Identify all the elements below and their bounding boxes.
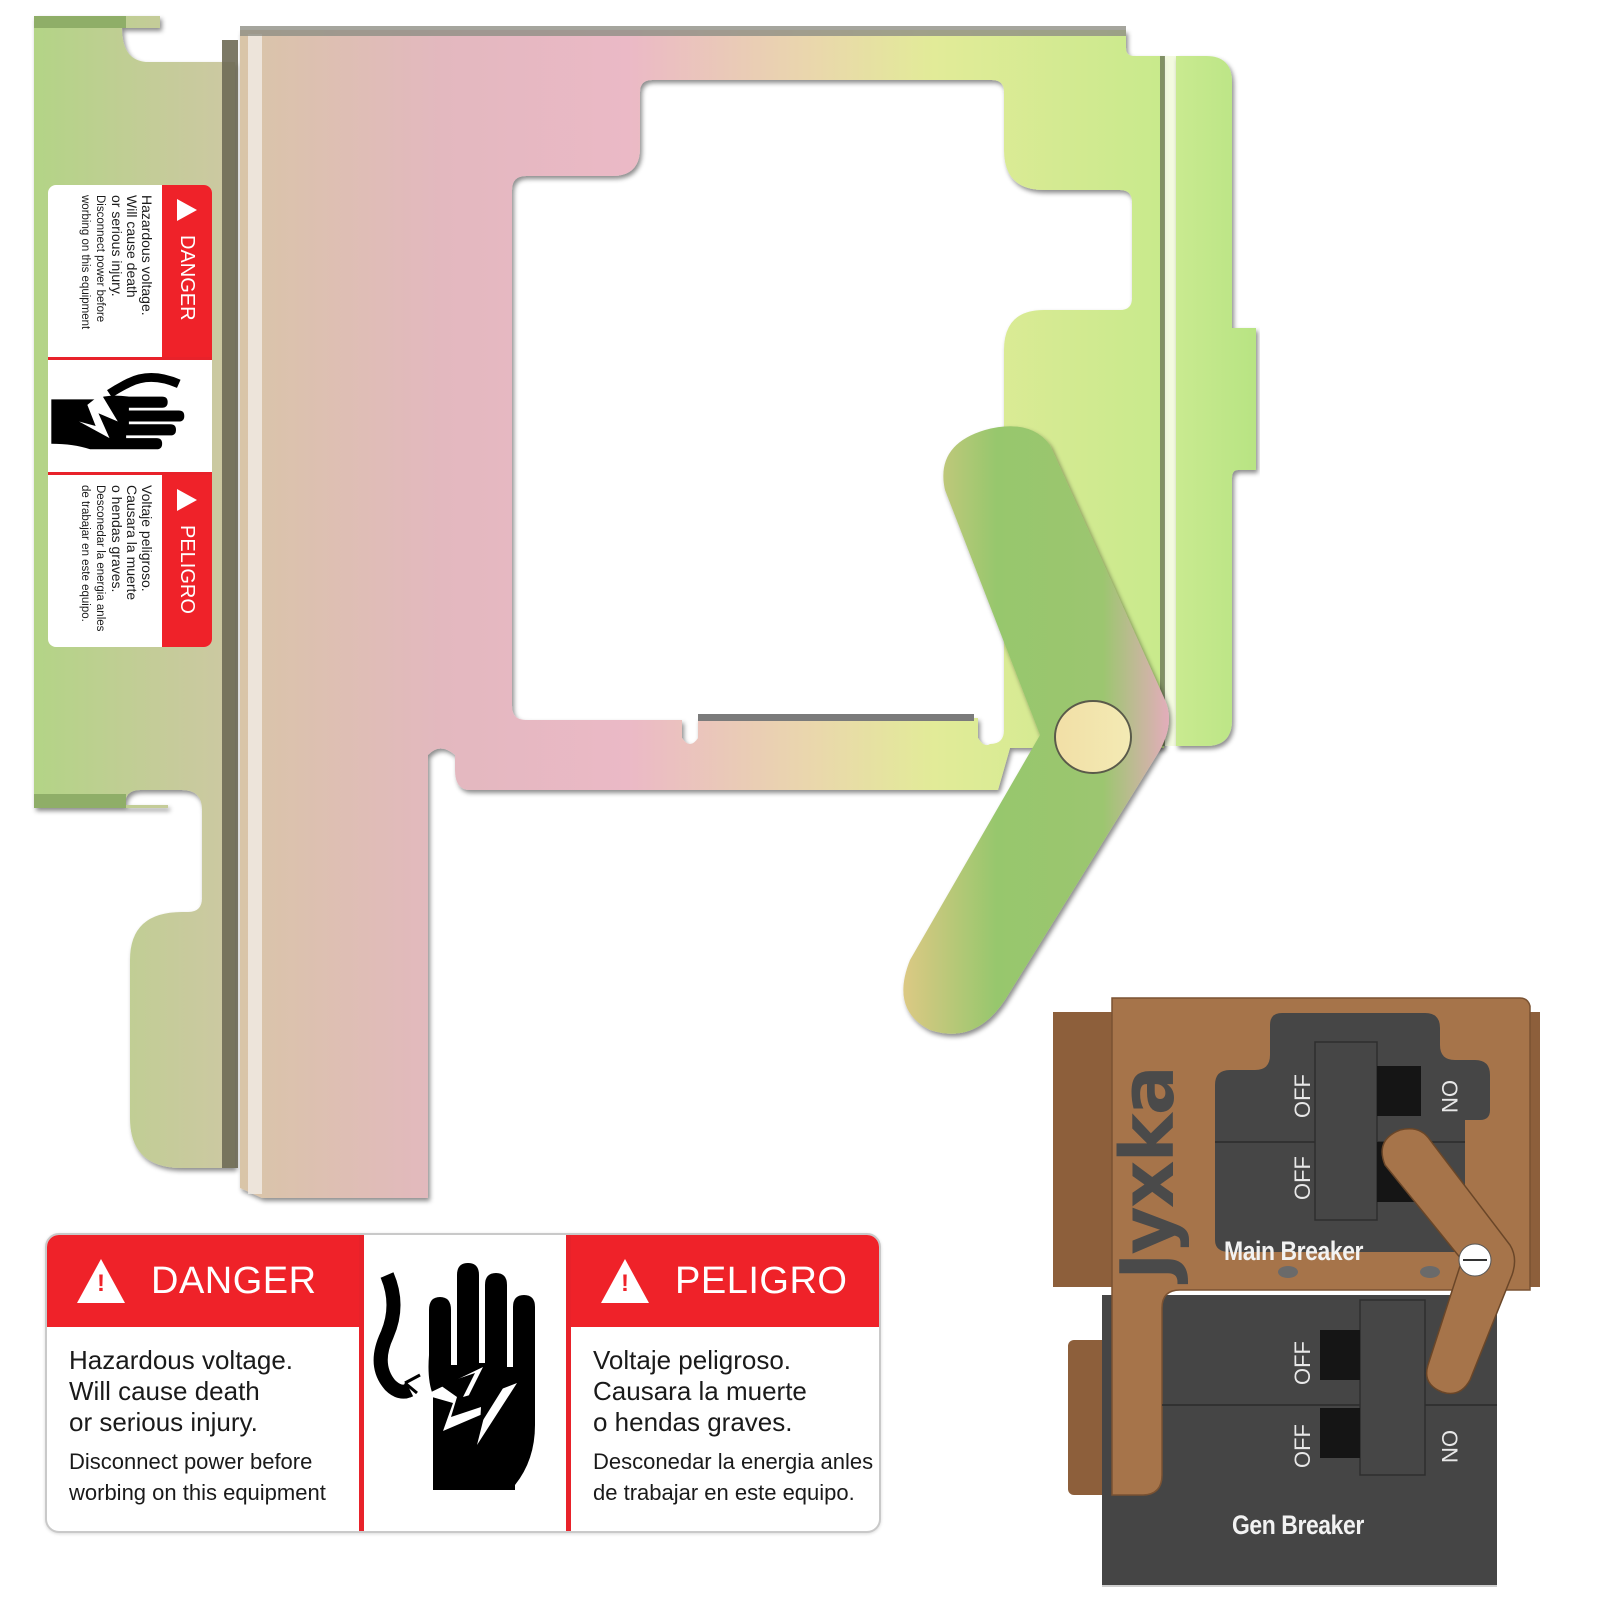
breaker-panel-graphic [1053, 997, 1540, 1587]
danger-text-line: Will cause death [69, 1376, 260, 1406]
danger-header: DANGER [151, 1259, 317, 1302]
main-breaker-off-label: OFF [1290, 1074, 1315, 1118]
danger-subtext-line: Disconnect power before [69, 1449, 313, 1474]
gen-breaker-label: Gen Breaker [1232, 1510, 1364, 1540]
decal-danger-header: DANGER [176, 235, 199, 321]
danger-section: ! DANGER Hazardous voltage. Will cause d… [47, 1235, 364, 1531]
warning-triangle-icon [177, 489, 197, 511]
gen-breaker-on-label: ON [1437, 1430, 1462, 1463]
peligro-section: ! PELIGRO Voltaje peligroso. Causara la … [566, 1235, 879, 1531]
peligro-text-line: Voltaje peligroso. [593, 1345, 792, 1375]
main-breaker-off-label: OFF [1290, 1156, 1315, 1200]
peligro-text-line: Causara la muerte [593, 1376, 807, 1406]
electric-shock-hand-icon [48, 360, 212, 472]
peligro-text-line: o hendas graves. [593, 1407, 793, 1437]
brand-logo: Jyxka [1105, 1067, 1191, 1280]
danger-text-line: or serious injury. [69, 1407, 258, 1437]
danger-text-line: Hazardous voltage. [69, 1345, 294, 1375]
decal-danger-section: DANGER Hazardous voltage. Will cause dea… [48, 185, 212, 360]
installation-diagram: Jyxka OFF OFF ON Main Breaker OFF OFF ON… [1050, 990, 1550, 1601]
danger-subtext-line: worbing on this equipment [69, 1480, 326, 1505]
decal-peligro-header: PELIGRO [176, 525, 199, 614]
decal-peligro-section: PELIGRO Voltaje peligroso. Causara la mu… [48, 472, 212, 647]
main-breaker-on-label: ON [1437, 1080, 1462, 1113]
warning-triangle-icon [177, 199, 197, 221]
main-breaker-label: Main Breaker [1224, 1236, 1364, 1266]
warning-triangle-icon: ! [601, 1259, 649, 1303]
peligro-subtext-line: de trabajar en este equipo. [593, 1480, 855, 1505]
warning-label: ! DANGER Hazardous voltage. Will cause d… [45, 1233, 881, 1533]
peligro-subtext-line: Desconedar la energia anles [593, 1449, 874, 1474]
gen-breaker-off-label: OFF [1290, 1341, 1315, 1385]
gen-breaker-off-label: OFF [1290, 1424, 1315, 1468]
warning-triangle-icon: ! [77, 1259, 125, 1303]
electric-shock-hand-icon [364, 1235, 566, 1531]
plate-warning-decal: DANGER Hazardous voltage. Will cause dea… [48, 185, 212, 647]
peligro-header: PELIGRO [675, 1259, 848, 1302]
